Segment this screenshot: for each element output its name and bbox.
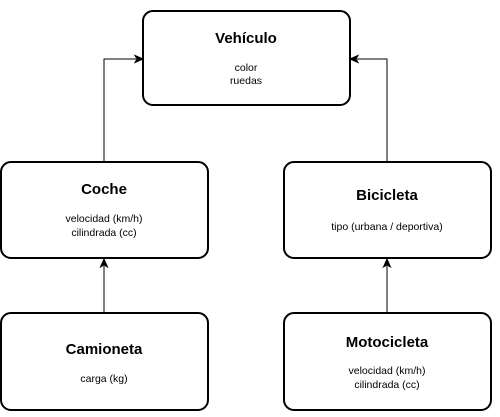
node-coche-attr-2: cilindrada (cc)	[71, 227, 136, 239]
node-vehiculo[interactable]: Vehículo color ruedas	[142, 10, 351, 106]
node-coche-title: Coche	[81, 181, 127, 198]
node-vehiculo-box	[142, 10, 351, 106]
node-bicicleta-box	[283, 161, 492, 259]
node-vehiculo-title: Vehículo	[215, 30, 277, 47]
node-motocicleta[interactable]: Motocicleta velocidad (km/h) cilindrada …	[283, 312, 492, 411]
node-bicicleta-attr-1: tipo (urbana / deportiva)	[331, 221, 442, 233]
node-vehiculo-attr-2: ruedas	[230, 75, 262, 87]
node-motocicleta-title: Motocicleta	[346, 334, 429, 351]
node-camioneta-title: Camioneta	[66, 341, 143, 358]
edge-coche-to-vehiculo	[103, 58, 136, 162]
node-coche[interactable]: Coche velocidad (km/h) cilindrada (cc)	[0, 161, 209, 259]
node-bicicleta-title: Bicicleta	[356, 187, 418, 204]
arrowhead-motocicleta-to-bicicleta	[382, 257, 392, 269]
edge-bicicleta-to-vehiculo	[357, 58, 388, 162]
arrowhead-bicicleta-to-vehiculo	[348, 54, 360, 64]
edges	[99, 54, 392, 313]
arrowhead-camioneta-to-coche	[99, 257, 109, 269]
node-motocicleta-attr-1: velocidad (km/h)	[348, 365, 425, 377]
node-camioneta[interactable]: Camioneta carga (kg)	[0, 312, 209, 411]
node-motocicleta-attr-2: cilindrada (cc)	[354, 379, 419, 391]
arrowhead-coche-to-vehiculo	[133, 54, 145, 64]
node-coche-attr-1: velocidad (km/h)	[65, 213, 142, 225]
node-bicicleta[interactable]: Bicicleta tipo (urbana / deportiva)	[283, 161, 492, 259]
node-camioneta-box	[0, 312, 209, 411]
node-motocicleta-box	[283, 312, 492, 411]
node-vehiculo-attr-1: color	[235, 62, 258, 74]
node-camioneta-attr-1: carga (kg)	[80, 373, 127, 385]
node-coche-box	[0, 161, 209, 259]
